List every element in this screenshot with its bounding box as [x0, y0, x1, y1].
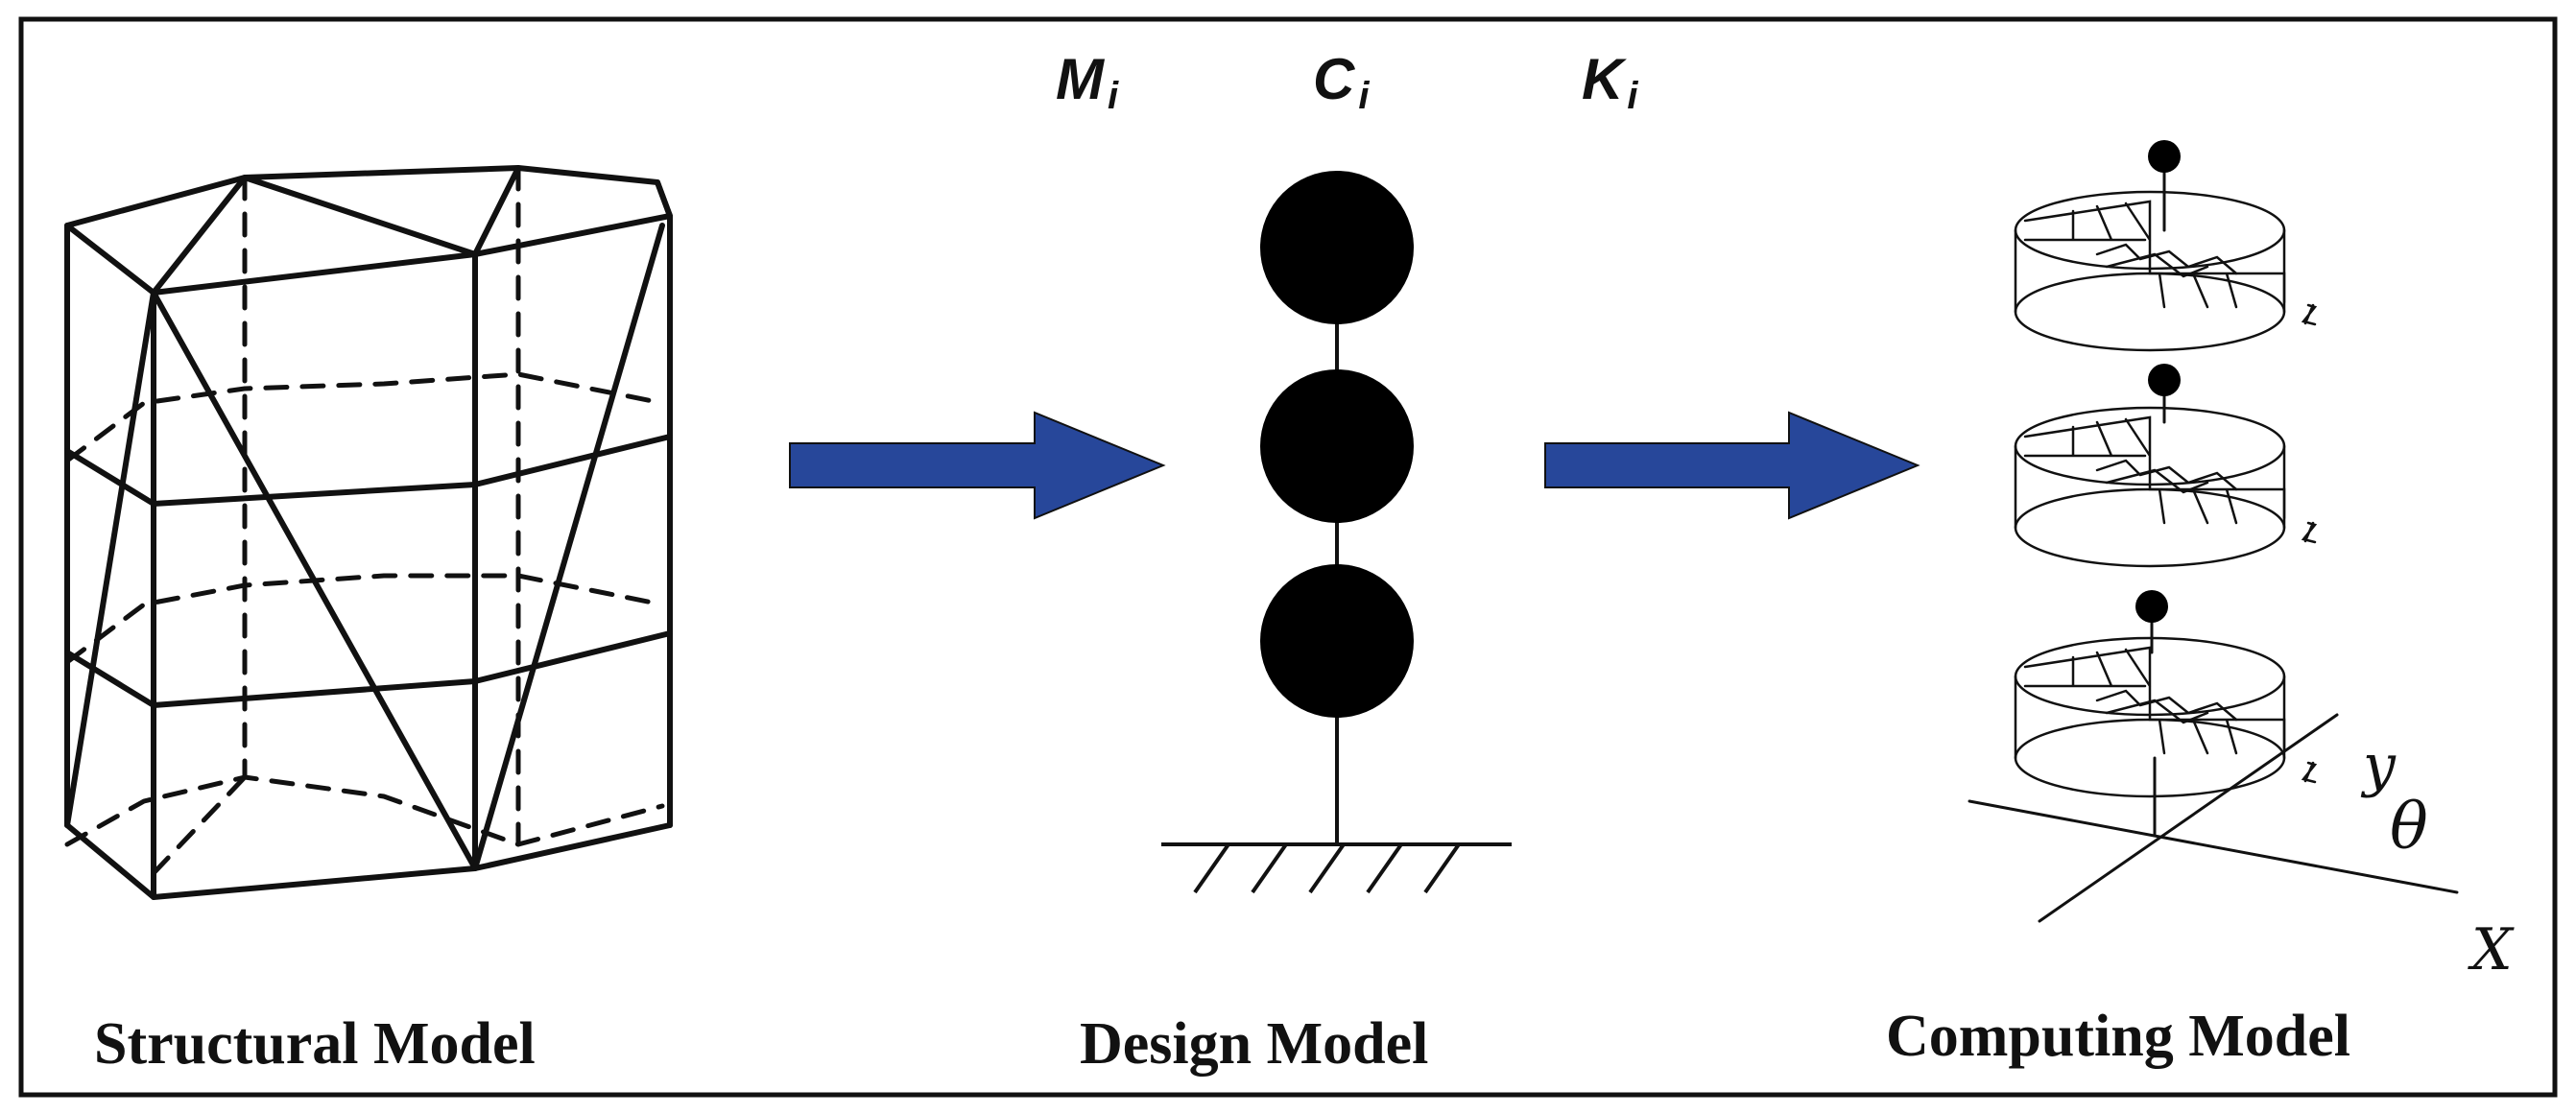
mass-node-top — [1260, 171, 1414, 324]
fixed-ground-support — [1161, 842, 1512, 894]
computing-node-lower — [2135, 590, 2168, 623]
floor-disk-1 — [2014, 190, 2318, 352]
floor-disk-2 — [2014, 406, 2318, 568]
y-axis-label: y — [2360, 732, 2397, 799]
caption-structural-model: Structural Model — [94, 1011, 536, 1077]
visible-edges — [64, 165, 673, 900]
structural-model-drawing — [64, 165, 673, 900]
coordinate-axes — [1968, 713, 2459, 923]
x-axis-line — [1968, 799, 2459, 894]
arrow-structural-to-design — [789, 411, 1166, 520]
figure-border — [18, 16, 2558, 1098]
hidden-edges — [64, 165, 665, 876]
arrow-design-to-computing — [1544, 411, 1920, 520]
floor-disk-3 — [2014, 636, 2318, 798]
caption-computing-model: Computing Model — [1886, 1004, 2350, 1069]
theta-axis-label: θ — [2390, 790, 2428, 864]
caption-design-model: Design Model — [1080, 1011, 1428, 1077]
x-axis-label: X — [2468, 916, 2515, 984]
y-axis-line — [2038, 713, 2339, 923]
computing-model-drawing — [1968, 140, 2459, 923]
mass-node-bottom — [1260, 564, 1414, 718]
computing-node-top — [2148, 140, 2181, 173]
mass-node-middle — [1260, 369, 1414, 523]
computing-node-upper — [2148, 364, 2181, 396]
